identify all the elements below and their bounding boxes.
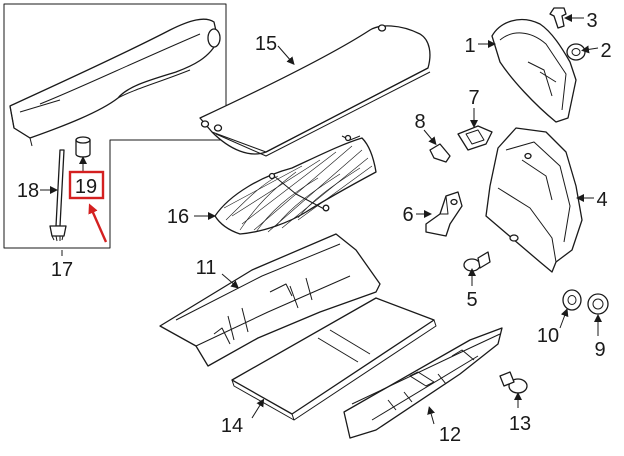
- part-7-bracket: [457, 125, 493, 151]
- callout-11: 11: [196, 257, 217, 279]
- callout-18: 18: [17, 180, 39, 202]
- leader-14: [251, 398, 265, 419]
- callout-9: 9: [594, 339, 605, 361]
- leader-8: [423, 129, 437, 146]
- callout-6: 6: [402, 204, 413, 226]
- cargo-cover-cassette: [9, 18, 221, 147]
- part-14-floor-board: [231, 297, 437, 421]
- callout-15: 15: [255, 33, 277, 55]
- part-5-push-pin: [463, 251, 491, 272]
- callout-5: 5: [466, 289, 477, 311]
- callout-14: 14: [221, 415, 243, 437]
- leader-2: [581, 45, 599, 54]
- callout-10: 10: [537, 325, 559, 347]
- part-8-clip: [429, 143, 451, 163]
- part-18-rod: [49, 149, 67, 242]
- part-16-cargo-net: [214, 134, 377, 235]
- leader-15: [277, 45, 295, 66]
- part-12-scuff-plate: [343, 327, 503, 439]
- callout-16: 16: [167, 206, 189, 228]
- leader-12: [427, 406, 435, 425]
- callout-2: 2: [600, 40, 611, 62]
- callout-8: 8: [414, 111, 425, 133]
- callout-13: 13: [509, 413, 531, 435]
- part-4-quarter-trim: [485, 127, 583, 273]
- leader-lines: [194, 14, 602, 425]
- part-1-bracket: [491, 19, 577, 123]
- leader-10: [559, 308, 569, 329]
- callout-12: 12: [439, 424, 461, 446]
- part-13-push-pin: [499, 371, 528, 394]
- part-10-nut: [562, 289, 582, 311]
- highlight-box-19: [68, 170, 105, 200]
- callout-3: 3: [586, 10, 597, 32]
- inset-box-17: [3, 3, 227, 249]
- part-11-floor-trim: [159, 233, 381, 367]
- callout-labels: 1 2 3 4 5 6 7 8 9 10 11 12 13 14 15 16 1…: [17, 10, 612, 446]
- part-9-grommet: [587, 293, 609, 315]
- part-3-clip: [549, 7, 567, 29]
- callout-7: 7: [468, 87, 479, 109]
- callout-19: 19: [75, 176, 97, 198]
- part-2-grommet: [566, 43, 586, 61]
- leader-11: [221, 273, 240, 289]
- callout-4: 4: [596, 189, 607, 211]
- part-6-bracket: [425, 191, 463, 237]
- callout-1: 1: [464, 35, 475, 57]
- part-19-spacer: [75, 136, 91, 158]
- callout-17: 17: [51, 259, 73, 281]
- inset-frame: [3, 3, 227, 249]
- highlight-arrow-19: [88, 203, 108, 243]
- part-15-cargo-cover: [199, 24, 431, 157]
